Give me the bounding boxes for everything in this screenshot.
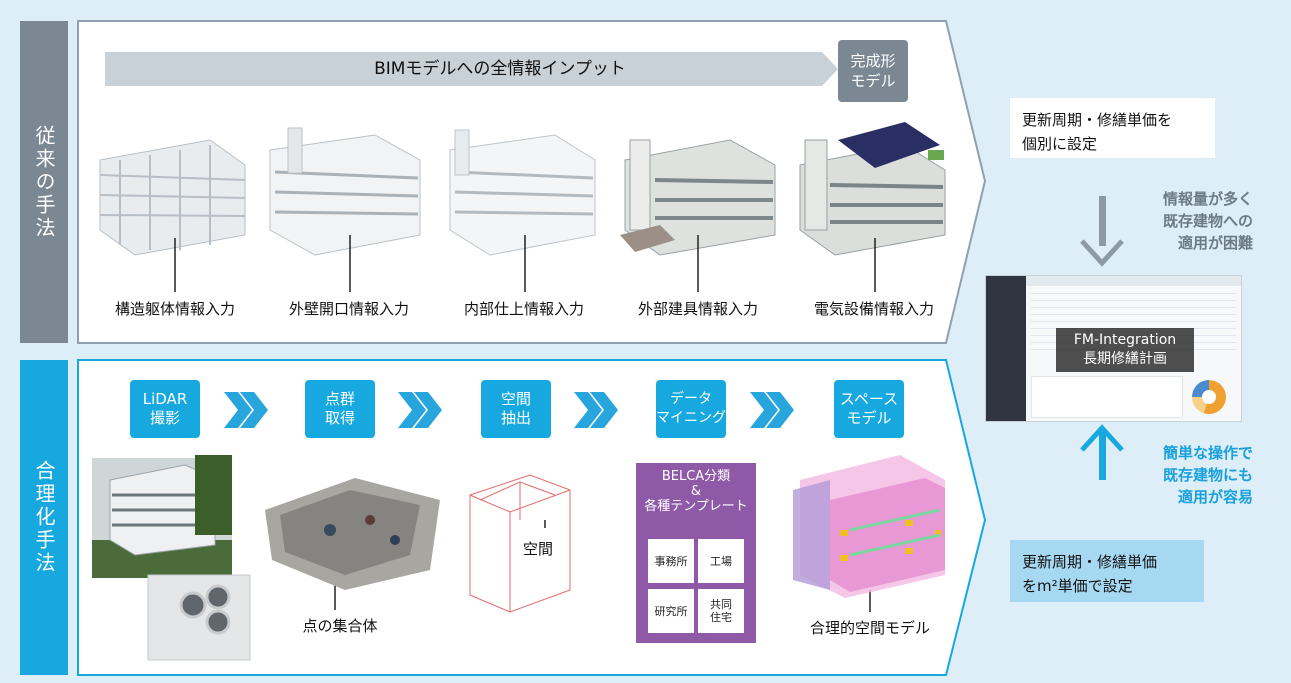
blue-arrow-head: [1080, 424, 1124, 452]
building-wall-image: [269, 127, 421, 256]
banner-arrow: [105, 52, 838, 86]
top-note: 更新周期・修繕単価を 個別に設定: [1010, 98, 1215, 158]
point-cloud-image: [265, 478, 440, 590]
step-spacemodel: スペース モデル: [834, 380, 904, 438]
belca-title: BELCA分類 & 各種テンプレート: [644, 469, 748, 514]
caption-points: 点の集合体: [302, 617, 378, 635]
building-fittings-image: [620, 139, 776, 256]
app-topbar: [1026, 276, 1241, 286]
caption-model: 合理的空間モデル: [809, 619, 930, 637]
step-pointcloud: 点群 取得: [305, 380, 375, 438]
bottom-note: 更新周期・修繕単価 をm²単価で設定: [1010, 540, 1204, 602]
app-sidebar: [986, 276, 1026, 421]
ease-text: 簡単な操作で 既存建物にも 適用が容易: [1162, 444, 1253, 506]
difficulty-text: 情報量が多く 既存建物への 適用が困難: [1162, 190, 1253, 252]
rational-side-label: 合理化手法: [20, 360, 68, 675]
phone-photo: [147, 574, 251, 661]
step-lidar: LiDAR 撮影: [130, 380, 200, 438]
building-electrical-image: [799, 122, 946, 256]
space-wireframe: [469, 474, 571, 613]
building-photo: [92, 455, 232, 578]
step-caption-interior: 内部仕上情報入力: [463, 300, 584, 318]
app-label: FM-Integration 長期修繕計画: [1056, 328, 1194, 372]
step-caption-structure: 構造躯体情報入力: [114, 300, 235, 318]
step-caption-electrical: 電気設備情報入力: [813, 300, 934, 318]
belca-office: 事務所: [648, 539, 694, 583]
process-chevrons: [224, 392, 794, 428]
app-chart-area: [1031, 376, 1183, 418]
blue-arrow-shaft: [1099, 432, 1106, 480]
belca-lab: 研究所: [648, 589, 694, 633]
space-model-image: [793, 455, 945, 598]
gray-arrow-head: [1080, 239, 1124, 267]
belca-factory: 工場: [698, 539, 744, 583]
belca-housing: 共同 住宅: [698, 589, 744, 633]
final-model-box: 完成形 モデル: [838, 40, 908, 102]
gray-arrow-shaft: [1099, 196, 1106, 246]
leader-lines: [174, 235, 876, 612]
step-caption-wall: 外壁開口情報入力: [288, 300, 409, 318]
belca-panel: BELCA分類 & 各種テンプレート 事務所 工場 研究所 共同 住宅: [636, 463, 756, 643]
caption-space: 空間: [522, 540, 553, 558]
conventional-side-label: 従来の手法: [20, 21, 68, 343]
banner-text: BIMモデルへの全情報インプット: [374, 59, 626, 79]
rational-outline: [77, 359, 987, 676]
step-extraction: 空間 抽出: [481, 380, 551, 438]
building-structure-image: [99, 139, 246, 256]
app-donut: [1192, 380, 1226, 414]
step-datamining: データ マイニング: [656, 380, 726, 438]
app-screenshot: FM-Integration 長期修繕計画: [985, 275, 1242, 422]
building-interior-image: [449, 129, 596, 256]
step-caption-fittings: 外部建具情報入力: [637, 300, 758, 318]
